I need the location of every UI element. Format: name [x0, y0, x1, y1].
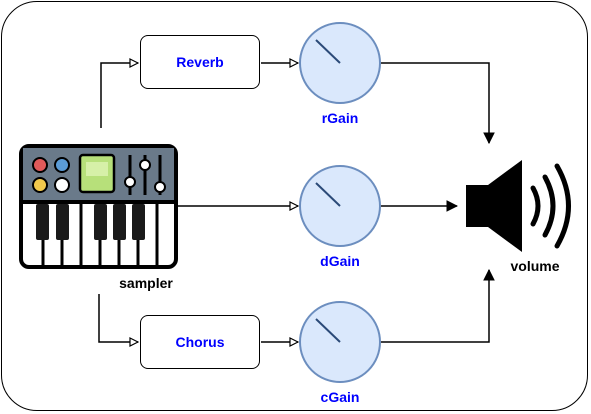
edge-sampler-reverb [100, 63, 138, 128]
reverb-effect-box[interactable]: Reverb [140, 35, 260, 89]
edge-rgain-volume [381, 62, 489, 143]
rgain-label: rGain [321, 110, 359, 126]
speaker-icon [466, 160, 571, 252]
chorus-effect-box[interactable]: Chorus [140, 315, 260, 369]
knob-cgain[interactable] [299, 301, 381, 383]
dgain-label: dGain [320, 253, 360, 269]
knob-dgain[interactable] [299, 165, 381, 247]
knob-rgain[interactable] [299, 22, 381, 104]
midi-keyboard-icon [19, 144, 178, 269]
sampler-label: sampler [119, 275, 173, 291]
reverb-label: Reverb [176, 54, 224, 70]
cgain-label: cGain [320, 389, 360, 405]
edge-sampler-chorus [98, 294, 138, 342]
volume-label: volume [510, 258, 560, 274]
edge-cgain-volume [381, 270, 489, 343]
chorus-label: Chorus [175, 334, 225, 350]
